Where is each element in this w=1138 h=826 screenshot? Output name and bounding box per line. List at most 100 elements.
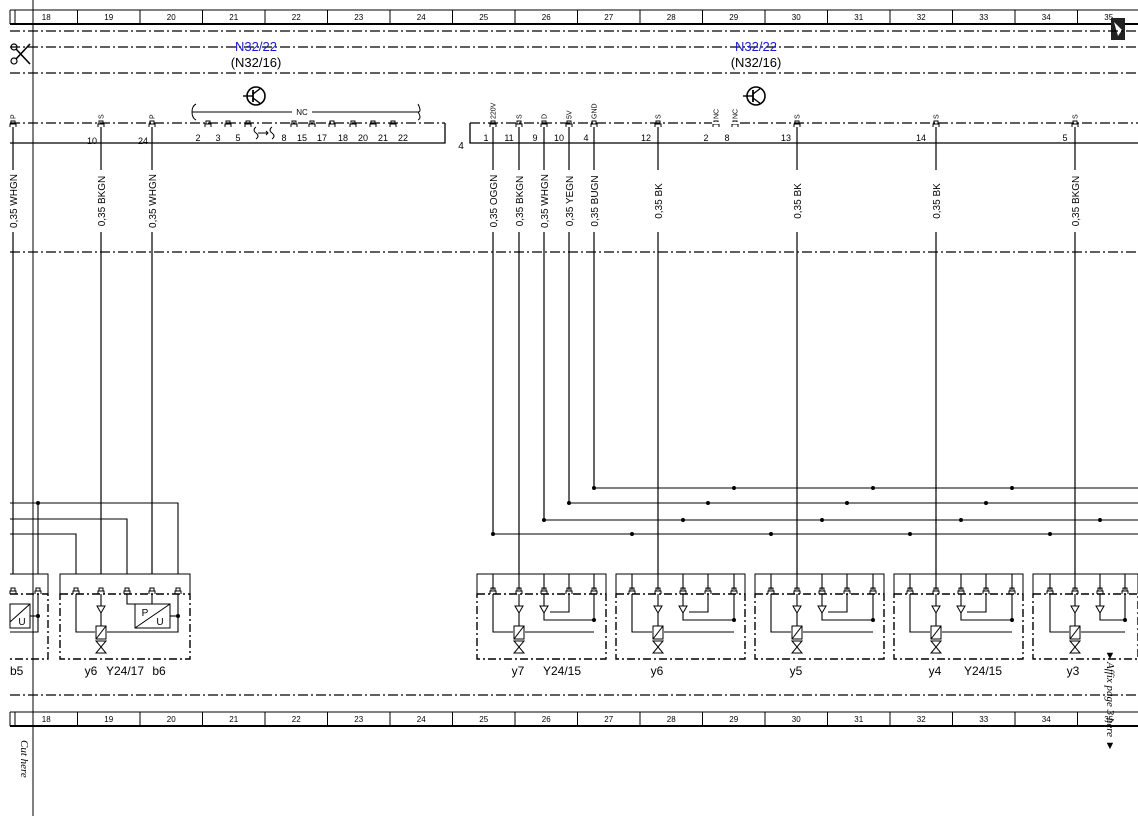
- pressure-sensor-b6: P U: [134, 603, 171, 629]
- nc-pin-number: 20: [358, 133, 368, 143]
- bus-lines: [491, 486, 1138, 536]
- grid-number: 28: [667, 715, 676, 724]
- nc-pin-number: 8: [281, 133, 286, 143]
- nc-pin-number: 5: [235, 133, 240, 143]
- wire-label: 0,35 BK: [793, 183, 804, 219]
- label-b6: b6: [152, 664, 166, 678]
- label-y24-15-a: Y24/15: [543, 664, 581, 678]
- component-sublabel-right: (N32/16): [731, 55, 782, 70]
- junction-dot: [871, 486, 875, 490]
- connector-pin: [489, 120, 497, 128]
- wire-label: 0,35 BKGN: [515, 176, 526, 227]
- pin-number: 10: [554, 133, 564, 143]
- nc-pin-mark: [389, 120, 397, 128]
- label-y5: y5: [790, 664, 803, 678]
- sensor-u-label: U: [156, 617, 163, 628]
- nc-pin-mark: [224, 120, 232, 128]
- wire-label: 0,35 WHGN: [540, 174, 551, 228]
- pin-number: 24: [138, 136, 148, 146]
- grid-number: 20: [167, 13, 176, 22]
- nc-pin-mark: [328, 120, 336, 128]
- pin-number: 14: [916, 133, 926, 143]
- wire-label: 0,35 BK: [932, 183, 943, 219]
- pin-type-label: P: [150, 114, 157, 119]
- junction-dot: [542, 518, 546, 522]
- nc-pin-number: 2: [195, 133, 200, 143]
- pin-type-label: D: [542, 114, 549, 119]
- label-y7: y7: [512, 664, 525, 678]
- pin-number: 8: [724, 133, 729, 143]
- pin-type-label: P: [11, 114, 18, 119]
- pin-number: 11: [504, 133, 513, 143]
- junction-dot: [959, 518, 963, 522]
- grid-number: 31: [854, 13, 863, 22]
- label-y24-15-b: Y24/15: [964, 664, 1002, 678]
- grid-number: 34: [1042, 13, 1051, 22]
- junction-dot: [769, 532, 773, 536]
- junction-dot: [706, 501, 710, 505]
- wire-label: 0,35 OGGN: [489, 175, 500, 228]
- valve-module: [754, 573, 885, 660]
- nc-pin-mark: [290, 120, 298, 128]
- grid-number: 20: [167, 715, 176, 724]
- connector-pin: [148, 120, 156, 128]
- junction-dot: [592, 486, 596, 490]
- junction-dot: [732, 486, 736, 490]
- grid-number: 34: [1042, 715, 1051, 724]
- wire-label: 0,35 BKGN: [1071, 176, 1082, 227]
- connector-pin: [932, 120, 940, 128]
- wire-label: 0,35 BK: [654, 183, 665, 219]
- junction-dot: [1098, 518, 1102, 522]
- component-sublabel-left: (N32/16): [231, 55, 282, 70]
- boundary-lines: [10, 30, 1138, 696]
- pin-number: 13: [781, 133, 791, 143]
- grid-number: 33: [979, 13, 988, 22]
- junction-dot: [1010, 486, 1014, 490]
- grid-number: 31: [854, 715, 863, 724]
- grid-number: 26: [542, 13, 551, 22]
- pressure-sensor-b5: U: [9, 603, 31, 629]
- valve-module: [893, 573, 1024, 660]
- label-y3: y3: [1067, 664, 1080, 678]
- grid-number: 19: [104, 13, 113, 22]
- nc-pin-number: 17: [317, 133, 327, 143]
- wire-label: 0,35 WHGN: [9, 174, 20, 228]
- nc-pin-mark: [204, 120, 212, 128]
- pin-type-label: S: [99, 114, 106, 119]
- label-y4: y4: [929, 664, 942, 678]
- pin-type-label: GND: [592, 103, 599, 119]
- grid-number: 21: [229, 715, 238, 724]
- label-y6-left: y6: [85, 664, 98, 678]
- module-labels: b5 y6 Y24/17 b6 y7 Y24/15 y6 y5 y4 Y24/1…: [10, 664, 1080, 678]
- scissors-icon: [10, 43, 31, 65]
- affix-page-note: ▼Affix page 3 here ▼: [1104, 650, 1116, 752]
- nc-pin-number: 15: [297, 133, 307, 143]
- junction-dot: [1048, 532, 1052, 536]
- sensor-p-label: P: [142, 608, 149, 619]
- valve-module: [476, 573, 607, 660]
- pin-number: 12: [641, 133, 651, 143]
- junction-dot: [491, 532, 495, 536]
- nc-pin-number: 21: [378, 133, 388, 143]
- nc-pin-mark: [244, 120, 252, 128]
- pin-number: 9: [532, 133, 537, 143]
- valve-module: [615, 573, 746, 660]
- connector-pin: [793, 120, 801, 128]
- pin-type-label: S: [934, 114, 941, 119]
- grid-number: 33: [979, 715, 988, 724]
- grid-number: 27: [604, 13, 613, 22]
- junction-dot: [908, 532, 912, 536]
- grid-number: 32: [917, 13, 926, 22]
- connector-pin: [565, 120, 573, 128]
- grid-number: 26: [542, 715, 551, 724]
- grid-number: 35: [1104, 13, 1113, 22]
- sensor-u-label-b5: U: [18, 617, 25, 628]
- junction-dot: [845, 501, 849, 505]
- grid-number: 24: [417, 13, 426, 22]
- junction-dot: [630, 532, 634, 536]
- junction-dot: [820, 518, 824, 522]
- connector-pin: [97, 120, 105, 128]
